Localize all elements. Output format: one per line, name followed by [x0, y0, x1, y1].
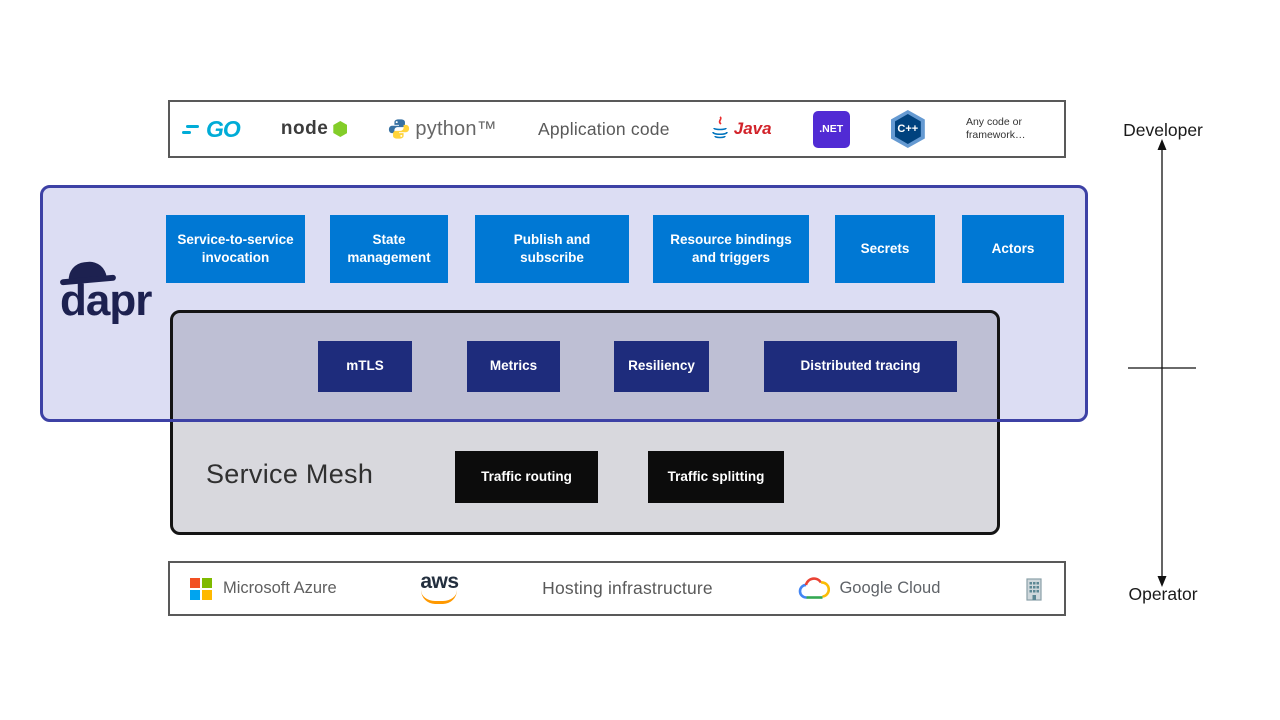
microsoft-azure-logo: Microsoft Azure [190, 577, 337, 600]
aws-label: aws [420, 570, 459, 594]
any-code-note: Any code or framework… [965, 115, 1026, 141]
shared-box-mtls: mTLS [318, 341, 412, 392]
cpp-label: C++ [897, 123, 919, 135]
node-hexagon-icon [333, 121, 348, 137]
developer-operator-axis-arrow [1128, 139, 1196, 587]
node-label: node [280, 118, 329, 139]
java-cup-icon [712, 116, 728, 139]
on-premises-building-icon [1026, 577, 1042, 601]
python-icon [389, 119, 410, 139]
azure-label: Microsoft Azure [223, 579, 337, 597]
gcp-cloud-icon [799, 576, 831, 599]
google-cloud-logo: Google Cloud [796, 576, 941, 601]
dotnet-label: .NET [819, 123, 844, 135]
application-code-title: Application code [538, 118, 670, 139]
application-code-bar: GO node python™ Application code Java .N… [168, 100, 1066, 158]
gcp-label: Google Cloud [839, 579, 941, 597]
java-label: Java [733, 119, 772, 138]
aws-logo: aws [420, 570, 459, 604]
capability-box-state-management: State management [330, 215, 448, 283]
aws-smile-icon [421, 590, 458, 604]
service-mesh-title: Service Mesh [206, 459, 374, 489]
capability-box-service-invocation: Service-to-service invocation [166, 215, 305, 283]
capability-box-actors: Actors [962, 215, 1064, 283]
go-label: GO [206, 115, 241, 142]
go-logo: GO [182, 115, 241, 143]
nodejs-logo: node [280, 118, 348, 140]
capability-box-bindings: Resource bindings and triggers [653, 215, 809, 283]
python-label: python™ [415, 117, 497, 140]
go-speedlines-icon [182, 124, 199, 134]
shared-box-distributed-tracing: Distributed tracing [764, 341, 957, 392]
hosting-infrastructure-title: Hosting infrastructure [542, 578, 713, 598]
dotnet-logo: .NET [812, 110, 850, 148]
shared-box-metrics: Metrics [467, 341, 560, 392]
cpp-hexagon-icon: C++ [890, 110, 925, 148]
developer-label: Developer [1123, 120, 1203, 140]
microsoft-squares-icon [190, 577, 212, 600]
dapr-logo-text: dapr [60, 276, 152, 325]
operator-label: Operator [1128, 584, 1198, 604]
mesh-feature-traffic-splitting: Traffic splitting [648, 451, 784, 503]
capability-box-secrets: Secrets [835, 215, 935, 283]
capability-box-pubsub: Publish and subscribe [475, 215, 629, 283]
mesh-feature-traffic-routing: Traffic routing [455, 451, 598, 503]
python-logo: python™ [388, 117, 497, 141]
hosting-infrastructure-bar: Microsoft Azure aws Hosting infrastructu… [168, 561, 1066, 616]
java-logo: Java [711, 116, 772, 142]
shared-box-resiliency: Resiliency [614, 341, 709, 392]
dapr-logo: dapr [59, 260, 180, 342]
